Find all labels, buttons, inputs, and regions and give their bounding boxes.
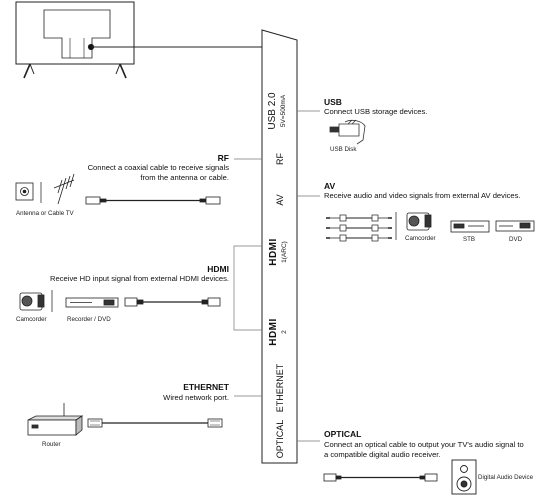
- optical-cable-icon: [323, 473, 438, 482]
- port-label-optical: OPTICAL: [275, 419, 285, 459]
- dvd-player-icon: [495, 220, 535, 232]
- ethernet-description: Wired network port.: [163, 393, 229, 402]
- optical-description-1: Connect an optical cable to output your …: [324, 440, 524, 449]
- antenna-caption: Antenna or Cable TV: [16, 210, 74, 217]
- usb-title: USB: [324, 97, 342, 107]
- ethernet-cable-icon: [87, 418, 223, 428]
- av-cable-icon: [326, 214, 392, 242]
- camcorder-icon: [406, 212, 432, 231]
- speaker-caption: Digital Audio Device: [478, 474, 534, 481]
- tv-rear-icon: [15, 1, 135, 79]
- set-top-box-icon: [450, 220, 490, 233]
- hdmi-cable-icon: [124, 297, 221, 307]
- stb-caption: STB: [463, 236, 476, 243]
- recorder-caption: Recorder / DVD: [67, 316, 111, 323]
- antenna-icon: [53, 173, 75, 205]
- coaxial-cable-icon: [85, 196, 221, 205]
- rf-description-2: from the antenna or cable.: [140, 173, 229, 182]
- hdmi-camcorder-caption: Camcorder: [16, 316, 47, 323]
- port-name: HDMI: [268, 318, 279, 346]
- av-camcorder-caption: Camcorder: [405, 235, 436, 242]
- av-title: AV: [324, 181, 336, 191]
- hdmi-title: HDMI: [207, 264, 229, 274]
- port-sub: 1(ARC): [281, 241, 288, 263]
- port-label-hdmi-1: HDMI 1(ARC): [268, 219, 292, 285]
- camcorder-icon: [19, 292, 45, 311]
- port-panel: [261, 29, 298, 464]
- rf-title: RF: [217, 153, 229, 163]
- optical-description-2: a compatible digital audio receiver.: [324, 450, 441, 459]
- port-label-av: AV: [275, 194, 285, 206]
- port-label-rf: RF: [275, 153, 285, 165]
- usb-description: Connect USB storage devices.: [324, 107, 428, 116]
- rf-description-1: Connect a coaxial cable to receive signa…: [87, 163, 229, 172]
- usb-disk-icon: [329, 119, 366, 145]
- port-label-hdmi-2: HDMI 2: [268, 305, 292, 359]
- optical-title: OPTICAL: [324, 429, 362, 439]
- port-name: HDMI: [268, 238, 279, 266]
- ethernet-title: ETHERNET: [183, 382, 229, 392]
- port-label-usb: USB 2.0 5V=500mA: [267, 76, 293, 146]
- router-caption: Router: [42, 441, 61, 448]
- speaker-icon: [451, 459, 477, 495]
- usb-disk-caption: USB Disk: [330, 146, 357, 153]
- recorder-dvd-icon: [65, 297, 119, 308]
- port-sub: 2: [281, 330, 288, 334]
- hdmi-description: Receive HD input signal from external HD…: [50, 274, 229, 283]
- dvd-caption: DVD: [509, 236, 523, 243]
- wall-socket-icon: [15, 182, 34, 201]
- port-sub: 5V=500mA: [280, 94, 287, 128]
- port-name: USB 2.0: [267, 92, 278, 130]
- router-icon: [27, 403, 84, 436]
- av-description: Receive audio and video signals from ext…: [324, 191, 521, 200]
